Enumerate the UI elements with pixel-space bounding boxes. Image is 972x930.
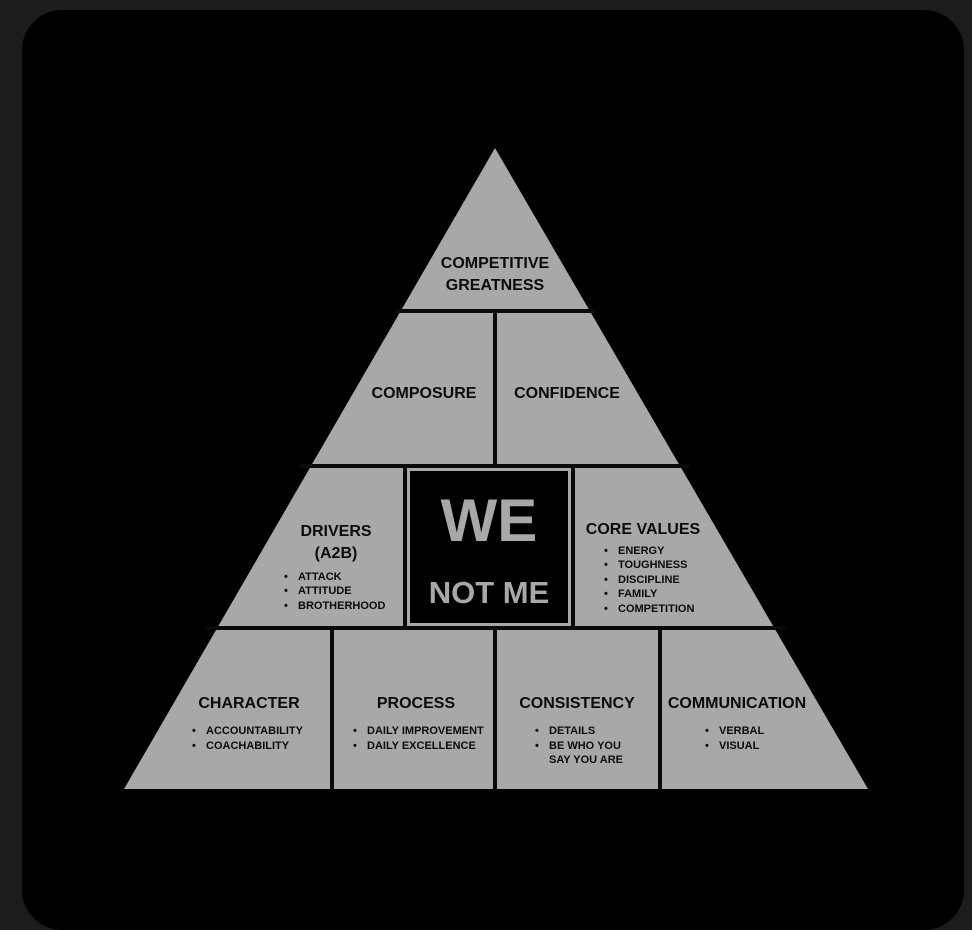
core-values-bullet: TOUGHNESS bbox=[618, 559, 687, 571]
drivers-bullets: • ATTACK • ATTITUDE • BROTHERHOOD bbox=[284, 571, 385, 612]
drivers-title-line2: (A2B) bbox=[315, 545, 358, 562]
consistency-title: CONSISTENCY bbox=[519, 695, 635, 712]
communication-bullet: VISUAL bbox=[719, 740, 760, 752]
svg-text:•: • bbox=[604, 588, 608, 600]
svg-text:•: • bbox=[604, 559, 608, 571]
we-not-me-line1: WE bbox=[441, 487, 538, 554]
svg-text:•: • bbox=[192, 740, 196, 752]
consistency-bullet: DETAILS bbox=[549, 725, 595, 737]
svg-text:•: • bbox=[353, 725, 357, 737]
pyramid-diagram: WE NOT ME COMPETITIVE GREATNESS COMPOSUR… bbox=[124, 148, 868, 789]
apex-title-line2: GREATNESS bbox=[446, 277, 545, 294]
drivers-bullet: BROTHERHOOD bbox=[298, 600, 385, 612]
tier-dividers bbox=[205, 309, 785, 789]
svg-text:•: • bbox=[604, 545, 608, 557]
drivers-bullet: ATTACK bbox=[298, 571, 342, 583]
core-values-bullet: ENERGY bbox=[618, 545, 665, 557]
pyramid-card: WE NOT ME COMPETITIVE GREATNESS COMPOSUR… bbox=[22, 10, 964, 930]
communication-bullet: VERBAL bbox=[719, 725, 765, 737]
svg-text:•: • bbox=[284, 585, 288, 597]
svg-text:•: • bbox=[604, 603, 608, 615]
process-bullet: DAILY IMPROVEMENT bbox=[367, 725, 484, 737]
character-title: CHARACTER bbox=[198, 695, 300, 712]
process-title: PROCESS bbox=[377, 695, 456, 712]
svg-text:•: • bbox=[284, 571, 288, 583]
drivers-bullet: ATTITUDE bbox=[298, 585, 352, 597]
svg-text:•: • bbox=[535, 740, 539, 752]
consistency-bullet: BE WHO YOU bbox=[549, 740, 621, 752]
svg-text:•: • bbox=[604, 574, 608, 586]
svg-text:•: • bbox=[192, 725, 196, 737]
character-bullet: ACCOUNTABILITY bbox=[206, 725, 304, 737]
core-values-bullet: DISCIPLINE bbox=[618, 574, 680, 586]
svg-text:•: • bbox=[705, 740, 709, 752]
svg-text:•: • bbox=[353, 740, 357, 752]
core-values-title: CORE VALUES bbox=[586, 521, 701, 538]
communication-title: COMMUNICATION bbox=[668, 695, 806, 712]
composure-title: COMPOSURE bbox=[372, 385, 477, 402]
svg-text:•: • bbox=[705, 725, 709, 737]
consistency-bullet: SAY YOU ARE bbox=[549, 754, 623, 766]
we-not-me-line2: NOT ME bbox=[429, 575, 550, 610]
core-values-bullets: • ENERGY • TOUGHNESS • DISCIPLINE • FAMILY •… bbox=[604, 545, 694, 615]
core-values-bullet: FAMILY bbox=[618, 588, 658, 600]
svg-text:•: • bbox=[284, 600, 288, 612]
confidence-title: CONFIDENCE bbox=[514, 385, 620, 402]
process-bullet: DAILY EXCELLENCE bbox=[367, 740, 476, 752]
character-bullet: COACHABILITY bbox=[206, 740, 290, 752]
we-not-me-box bbox=[408, 469, 570, 625]
svg-text:•: • bbox=[535, 725, 539, 737]
core-values-bullet: COMPETITION bbox=[618, 603, 694, 615]
drivers-title-line1: DRIVERS bbox=[300, 523, 371, 540]
apex-title-line1: COMPETITIVE bbox=[441, 255, 550, 272]
